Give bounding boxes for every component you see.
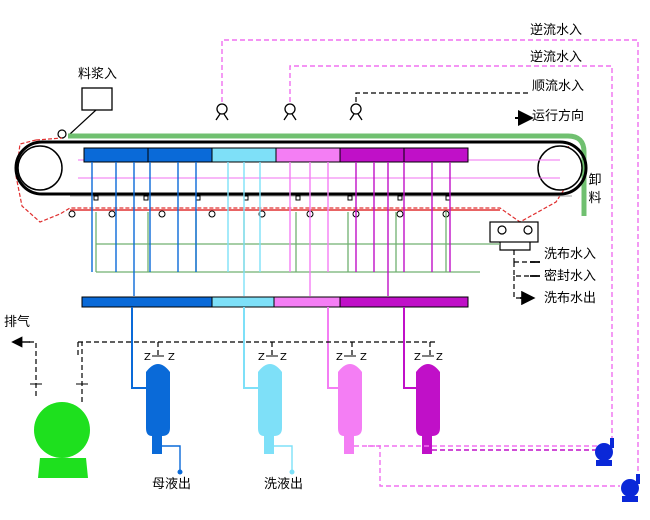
cloth-wash-in-label: 洗布水入 bbox=[544, 247, 597, 262]
svg-text:Z: Z bbox=[168, 352, 175, 363]
vacuum-pump bbox=[34, 402, 90, 478]
tail-roller bbox=[537, 145, 583, 191]
mother-liquor-out-label: 母液出 bbox=[152, 477, 192, 492]
green-cloth bbox=[68, 133, 587, 216]
counter-flow-line-1 bbox=[221, 39, 639, 480]
svg-text:Z: Z bbox=[436, 352, 443, 363]
wash-pump-2 bbox=[621, 474, 640, 502]
exhaust-label: 排气 bbox=[4, 315, 31, 330]
spray-nozzle-1 bbox=[215, 103, 229, 121]
discharge-label: 卸料 bbox=[588, 173, 602, 206]
vacuum-header bbox=[77, 341, 436, 356]
feed-in-label: 料浆入 bbox=[78, 67, 118, 82]
cloth-wash-out-label: 洗布水出 bbox=[544, 291, 597, 306]
cloth-wash-box bbox=[489, 221, 539, 251]
receiver-purple bbox=[416, 364, 440, 454]
co-flow-in-label: 顺流水入 bbox=[532, 79, 585, 94]
feed-box bbox=[81, 87, 113, 111]
svg-text:Z: Z bbox=[414, 352, 421, 363]
counter-flow-in-2-label: 逆流水入 bbox=[530, 50, 583, 65]
receiver-mother-liquor bbox=[146, 364, 170, 454]
spray-nozzle-3 bbox=[349, 103, 363, 121]
wash-liquor-out-label: 洗液出 bbox=[264, 477, 304, 492]
svg-text:Z: Z bbox=[144, 352, 151, 363]
drain-pipes bbox=[95, 212, 500, 273]
direction-label: 运行方向 bbox=[532, 109, 585, 124]
spray-nozzle-2 bbox=[283, 103, 297, 121]
receiver-wash-liquor bbox=[258, 364, 282, 454]
seal-water-in-label: 密封水入 bbox=[544, 269, 597, 284]
co-flow-line bbox=[355, 92, 528, 102]
receiver-pink bbox=[338, 364, 362, 454]
svg-text:Z: Z bbox=[336, 352, 343, 363]
svg-text:Z: Z bbox=[258, 352, 265, 363]
wash-pump-1 bbox=[595, 438, 614, 466]
belt bbox=[14, 140, 588, 196]
svg-text:Z: Z bbox=[360, 352, 367, 363]
manifold bbox=[81, 296, 469, 308]
support-rollers bbox=[68, 210, 450, 218]
svg-text:Z: Z bbox=[280, 352, 287, 363]
counter-flow-in-1-label: 逆流水入 bbox=[530, 23, 583, 38]
head-roller bbox=[17, 145, 63, 191]
counter-flow-line-2 bbox=[289, 65, 613, 438]
vacuum-zones bbox=[83, 147, 469, 163]
